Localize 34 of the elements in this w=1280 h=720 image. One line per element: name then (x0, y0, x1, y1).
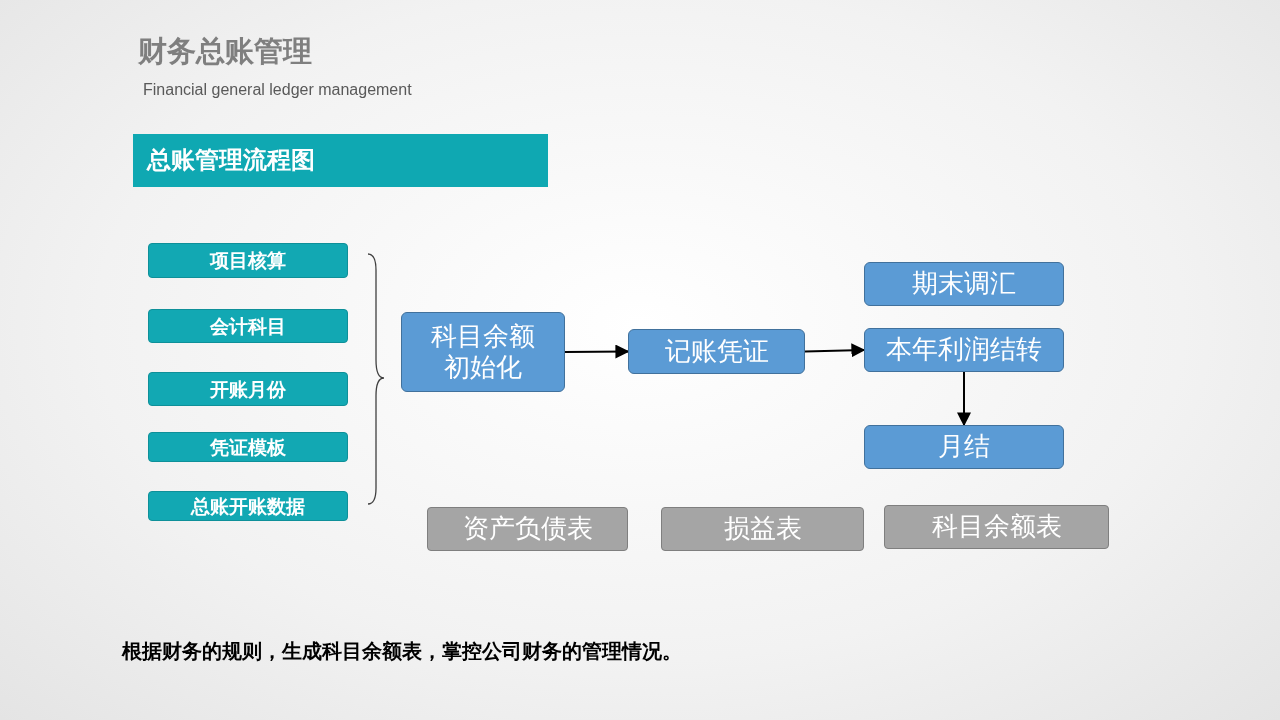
category-box (148, 372, 348, 406)
arrow (957, 371, 971, 427)
category-box (148, 243, 348, 278)
box-label: 本年利润结转 (886, 334, 1042, 366)
arrow (564, 344, 630, 359)
process-box (401, 312, 565, 392)
box-label: 项目核算 (210, 249, 286, 272)
process-box (864, 262, 1064, 306)
process-box (864, 425, 1064, 469)
category-box (148, 491, 348, 521)
report-box (661, 507, 864, 551)
heading-banner (133, 134, 548, 187)
category-box (148, 309, 348, 343)
process-box (628, 329, 805, 374)
box-label: 总账开账数据 (191, 494, 305, 518)
report-box (427, 507, 628, 551)
caption: 根据财务的规则，生成科目余额表，掌控公司财务的管理情况。 (122, 638, 682, 665)
box-label: 科目余额表 (931, 511, 1062, 543)
box-label: 资产负债表 (462, 513, 593, 545)
category-box (148, 432, 348, 462)
box-label: 记账凭证 (664, 335, 769, 368)
arrow (804, 343, 866, 358)
box-label: 损益表 (723, 513, 802, 545)
box-label: 月结 (938, 431, 990, 463)
box-label: 期末调汇 (912, 268, 1016, 300)
box-label: 凭证模板 (210, 435, 286, 459)
process-box (864, 328, 1064, 372)
box-label: 总账管理流程图 (147, 146, 315, 175)
subtitle: Financial general ledger management (143, 81, 412, 99)
box-label: 科目余额初始化 (430, 320, 536, 384)
box-label: 开账月份 (210, 377, 286, 401)
report-box (884, 505, 1109, 549)
box-label: 会计科目 (210, 314, 286, 338)
slide-title: 财务总账管理 (138, 33, 312, 70)
